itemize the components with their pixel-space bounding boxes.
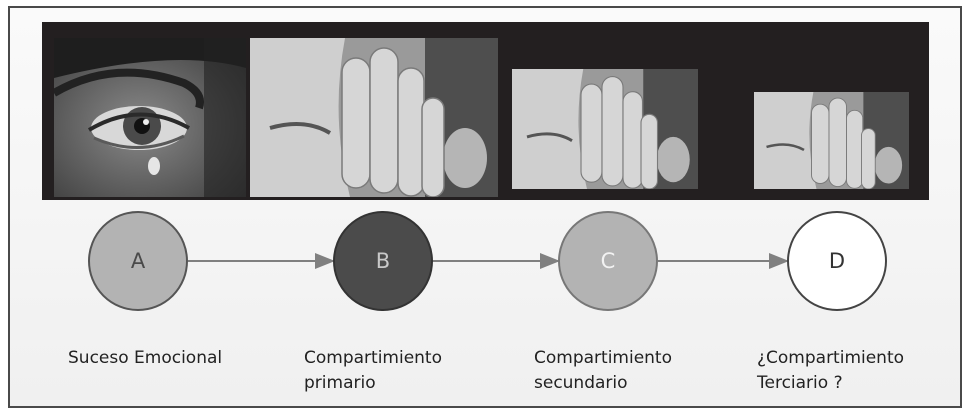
node-b-letter: B <box>375 249 391 273</box>
label-compartimiento-terciario: ¿Compartimiento Terciario ? <box>757 348 905 393</box>
crying-eye-photo <box>54 38 246 197</box>
node-c: C <box>558 211 658 311</box>
node-b: B <box>333 211 433 311</box>
node-a-letter: A <box>130 249 146 273</box>
node-d-letter: D <box>828 249 846 273</box>
label-compartimiento-secundario: Compartimiento secundario <box>534 348 673 393</box>
whisper-photo-large <box>250 38 498 197</box>
node-a: A <box>88 211 188 311</box>
node-c-letter: C <box>600 249 616 273</box>
whisper-photo-medium <box>512 69 698 189</box>
label-compartimiento-primario: Compartimiento primario <box>304 348 443 393</box>
whisper-photo-small <box>754 92 909 189</box>
label-suceso-emocional: Suceso Emocional <box>68 348 223 368</box>
node-d: D <box>787 211 887 311</box>
